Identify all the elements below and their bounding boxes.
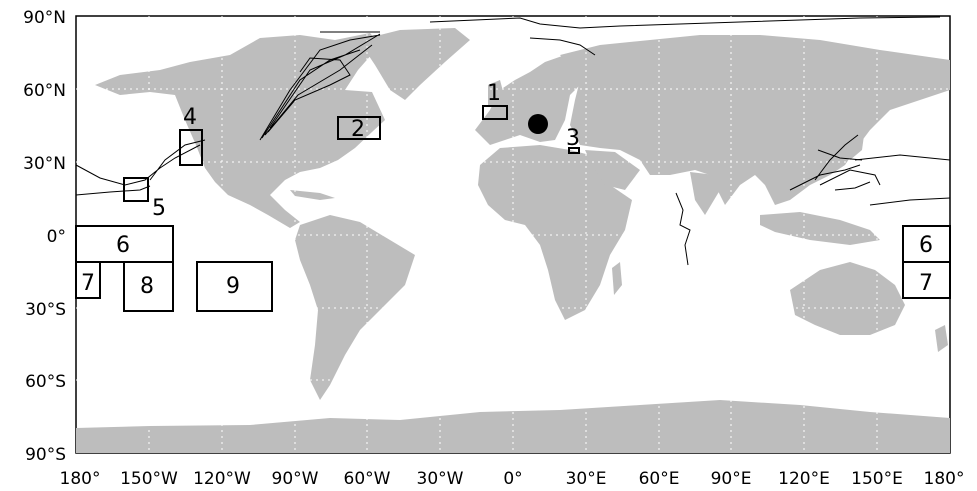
region-box bbox=[902, 261, 951, 299]
trajectories bbox=[75, 16, 951, 266]
region-box bbox=[482, 105, 508, 120]
region-label-8: 8 bbox=[140, 274, 154, 299]
lat-tick: 90°N bbox=[23, 8, 66, 28]
lon-tick: 60°E bbox=[639, 469, 680, 489]
europe bbox=[475, 50, 600, 145]
lat-tick: 30°S bbox=[25, 300, 66, 320]
region-labels: 1 2 3 4 5 6 6 7 7 8 9 bbox=[81, 81, 933, 299]
lat-tick: 0° bbox=[47, 227, 66, 247]
region-label-9: 9 bbox=[226, 274, 240, 299]
lon-tick: 180° bbox=[60, 469, 101, 489]
region-label-5: 5 bbox=[152, 196, 166, 221]
region-label-1: 1 bbox=[487, 81, 501, 106]
india bbox=[690, 172, 720, 215]
latitude-axis: 90°N 60°N 30°N 0° 30°S 60°S 90°S bbox=[23, 8, 66, 465]
lat-tick: 90°S bbox=[25, 445, 66, 465]
greenland bbox=[360, 28, 470, 100]
lon-tick: 90°E bbox=[711, 469, 752, 489]
region-label-2: 2 bbox=[351, 117, 365, 142]
new-zealand bbox=[935, 325, 948, 352]
africa bbox=[478, 145, 632, 320]
madagascar bbox=[612, 262, 622, 295]
region-box bbox=[337, 116, 381, 140]
region-label-3: 3 bbox=[566, 126, 580, 151]
region-box bbox=[568, 147, 580, 154]
lat-tick: 30°N bbox=[23, 154, 66, 174]
maritime-southeast-asia bbox=[760, 212, 880, 245]
australia bbox=[790, 262, 905, 335]
lon-tick: 30°E bbox=[566, 469, 607, 489]
longitude-axis: 180° 150°W 120°W 90°W 60°W 30°W 0° 30°E … bbox=[60, 469, 965, 489]
lon-tick: 180° bbox=[924, 469, 965, 489]
trajectory-indian-ocean bbox=[675, 192, 691, 266]
location-marker bbox=[528, 114, 548, 134]
region-box bbox=[179, 129, 203, 166]
region-boxes bbox=[75, 105, 951, 312]
south-america bbox=[295, 215, 415, 400]
region-label-6-east: 6 bbox=[919, 233, 933, 258]
graticule bbox=[76, 16, 950, 453]
trajectory-north-america bbox=[259, 33, 381, 141]
asia bbox=[560, 35, 950, 205]
region-label-6-west: 6 bbox=[116, 233, 130, 258]
lon-tick: 0° bbox=[503, 469, 522, 489]
lon-tick: 90°W bbox=[272, 469, 319, 489]
lon-tick: 120°E bbox=[778, 469, 830, 489]
lat-tick: 60°N bbox=[23, 81, 66, 101]
land-masses bbox=[76, 28, 950, 453]
lon-tick: 120°W bbox=[193, 469, 251, 489]
north-america bbox=[95, 33, 385, 228]
lon-tick: 30°W bbox=[417, 469, 464, 489]
british-isles bbox=[488, 80, 504, 110]
lon-tick: 150°E bbox=[851, 469, 903, 489]
caribbean bbox=[290, 190, 335, 200]
region-box bbox=[196, 261, 273, 312]
region-label-7-east: 7 bbox=[919, 271, 933, 296]
region-label-4: 4 bbox=[183, 105, 197, 130]
arabian-peninsula bbox=[585, 150, 640, 190]
trajectory-east-asia bbox=[789, 134, 951, 206]
trajectory-arctic bbox=[320, 16, 941, 56]
region-box bbox=[123, 177, 149, 202]
lon-tick: 60°W bbox=[344, 469, 391, 489]
region-box bbox=[75, 261, 101, 299]
japan bbox=[848, 128, 865, 160]
lat-tick: 60°S bbox=[25, 372, 66, 392]
lon-tick: 150°W bbox=[120, 469, 178, 489]
region-box bbox=[123, 261, 174, 312]
region-label-7-west: 7 bbox=[81, 271, 95, 296]
